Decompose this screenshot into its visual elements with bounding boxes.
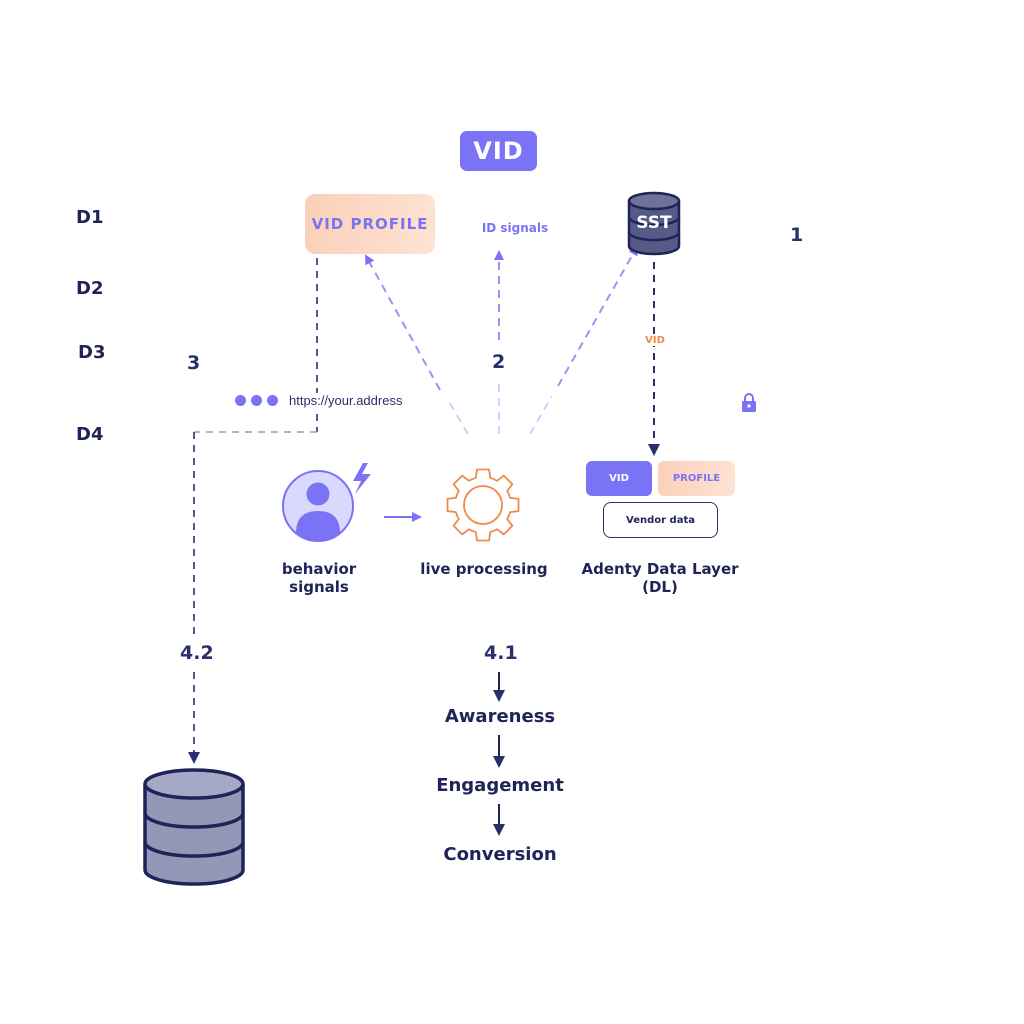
fade-to-vid-profile bbox=[447, 399, 469, 435]
vid-header-badge: VID bbox=[460, 131, 537, 171]
dl-vendor-block: Vendor data bbox=[603, 502, 718, 538]
live-processing-label: live processing bbox=[420, 560, 548, 578]
dots-icon bbox=[235, 395, 278, 406]
database-icon bbox=[143, 768, 245, 886]
gear-icon bbox=[446, 468, 520, 542]
vid-flow-label: VID bbox=[643, 335, 667, 346]
step-4-2: 4.2 bbox=[180, 642, 214, 664]
step-4-1: 4.1 bbox=[484, 642, 518, 664]
url-text: https://your.address bbox=[289, 393, 403, 408]
fade-to-sst bbox=[529, 395, 553, 435]
dl-vid-block: VID bbox=[586, 461, 652, 496]
lock-icon bbox=[742, 393, 756, 412]
funnel-engagement: Engagement bbox=[436, 775, 564, 796]
row-label-d4: D4 bbox=[76, 424, 104, 445]
url-row: https://your.address bbox=[235, 393, 405, 408]
step-2: 2 bbox=[492, 351, 506, 373]
sst-database-icon bbox=[627, 191, 681, 256]
data-layer-label: Adenty Data Layer (DL) bbox=[581, 560, 739, 596]
step-1: 1 bbox=[790, 224, 804, 246]
row-label-d1: D1 bbox=[76, 207, 104, 228]
behavior-signals-label: behavior signals bbox=[281, 560, 357, 596]
row-label-d2: D2 bbox=[76, 278, 104, 299]
sst-label: SST bbox=[636, 213, 672, 233]
step-3: 3 bbox=[187, 352, 201, 374]
id-signals-label: ID signals bbox=[481, 221, 549, 235]
user-avatar-icon bbox=[282, 470, 354, 542]
lightning-icon bbox=[353, 463, 371, 494]
funnel-awareness: Awareness bbox=[444, 706, 556, 727]
funnel-conversion: Conversion bbox=[443, 844, 557, 865]
dl-profile-block: PROFILE bbox=[658, 461, 735, 496]
arrow-to-sst bbox=[557, 245, 638, 387]
row-label-d3: D3 bbox=[78, 342, 106, 363]
vid-profile-box: VID PROFILE bbox=[305, 194, 435, 254]
arrow-to-vid-profile bbox=[365, 254, 441, 391]
